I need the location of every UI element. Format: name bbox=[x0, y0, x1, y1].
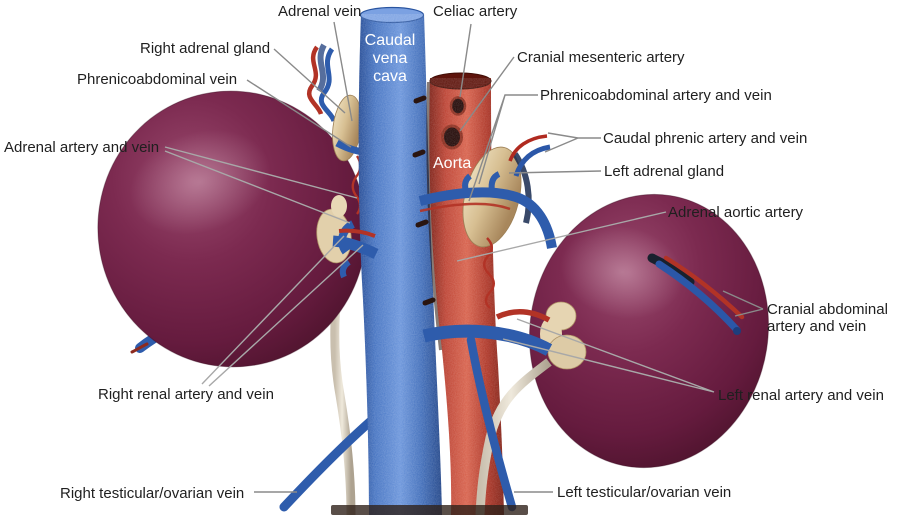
left-renal-vessels bbox=[422, 309, 553, 512]
leader-lines bbox=[164, 21, 764, 493]
right-hilum-veins bbox=[338, 220, 356, 279]
label-cranial-abdominal-artery-and-vein: Cranial abdominal artery and vein bbox=[767, 301, 888, 336]
label-right-renal-artery-and-vein: Right renal artery and vein bbox=[98, 386, 274, 403]
caudal-vena-cava-overlay-label: Caudal vena cava bbox=[364, 32, 416, 85]
bottom-shadow bbox=[331, 505, 528, 515]
adrenal-aortic-artery-shape bbox=[483, 237, 495, 309]
right-renal-artery-vein bbox=[332, 228, 379, 259]
label-caudal-phrenic-artery-and-vein: Caudal phrenic artery and vein bbox=[603, 130, 808, 147]
label-left-adrenal-gland: Left adrenal gland bbox=[604, 163, 725, 180]
aorta-overlay-label: Aorta bbox=[433, 155, 472, 172]
cranial-abdominal-vessels bbox=[647, 253, 745, 335]
right-phrenicoabdominal-vessels bbox=[306, 43, 337, 123]
caudal-phrenic-artery bbox=[508, 134, 548, 162]
label-right-testicular-ovarian-vein: Right testicular/ovarian vein bbox=[60, 485, 245, 502]
label-adrenal-vein: Adrenal vein bbox=[278, 3, 362, 20]
phrenicoabdominal-vessels bbox=[418, 171, 557, 249]
label-adrenal-artery-and-vein: Adrenal artery and vein bbox=[4, 139, 160, 156]
left-testicular-ovarian-vein-shape bbox=[466, 335, 517, 512]
label-phrenicoabdominal-vein: Phrenicoabdominal vein bbox=[77, 71, 238, 88]
label-phrenicoabdominal-artery-and-vein: Phrenicoabdominal artery and vein bbox=[540, 87, 772, 104]
label-left-renal-artery-and-vein: Left renal artery and vein bbox=[718, 387, 884, 404]
caudal-vena-cava bbox=[358, 6, 442, 515]
label-celiac-artery: Celiac artery bbox=[433, 3, 518, 20]
label-cranial-mesenteric-artery: Cranial mesenteric artery bbox=[517, 49, 685, 66]
label-adrenal-aortic-artery: Adrenal aortic artery bbox=[668, 204, 804, 221]
label-left-testicular-ovarian-vein: Left testicular/ovarian vein bbox=[557, 484, 732, 501]
left-kidney bbox=[529, 193, 769, 469]
label-right-adrenal-gland: Right adrenal gland bbox=[140, 40, 271, 57]
